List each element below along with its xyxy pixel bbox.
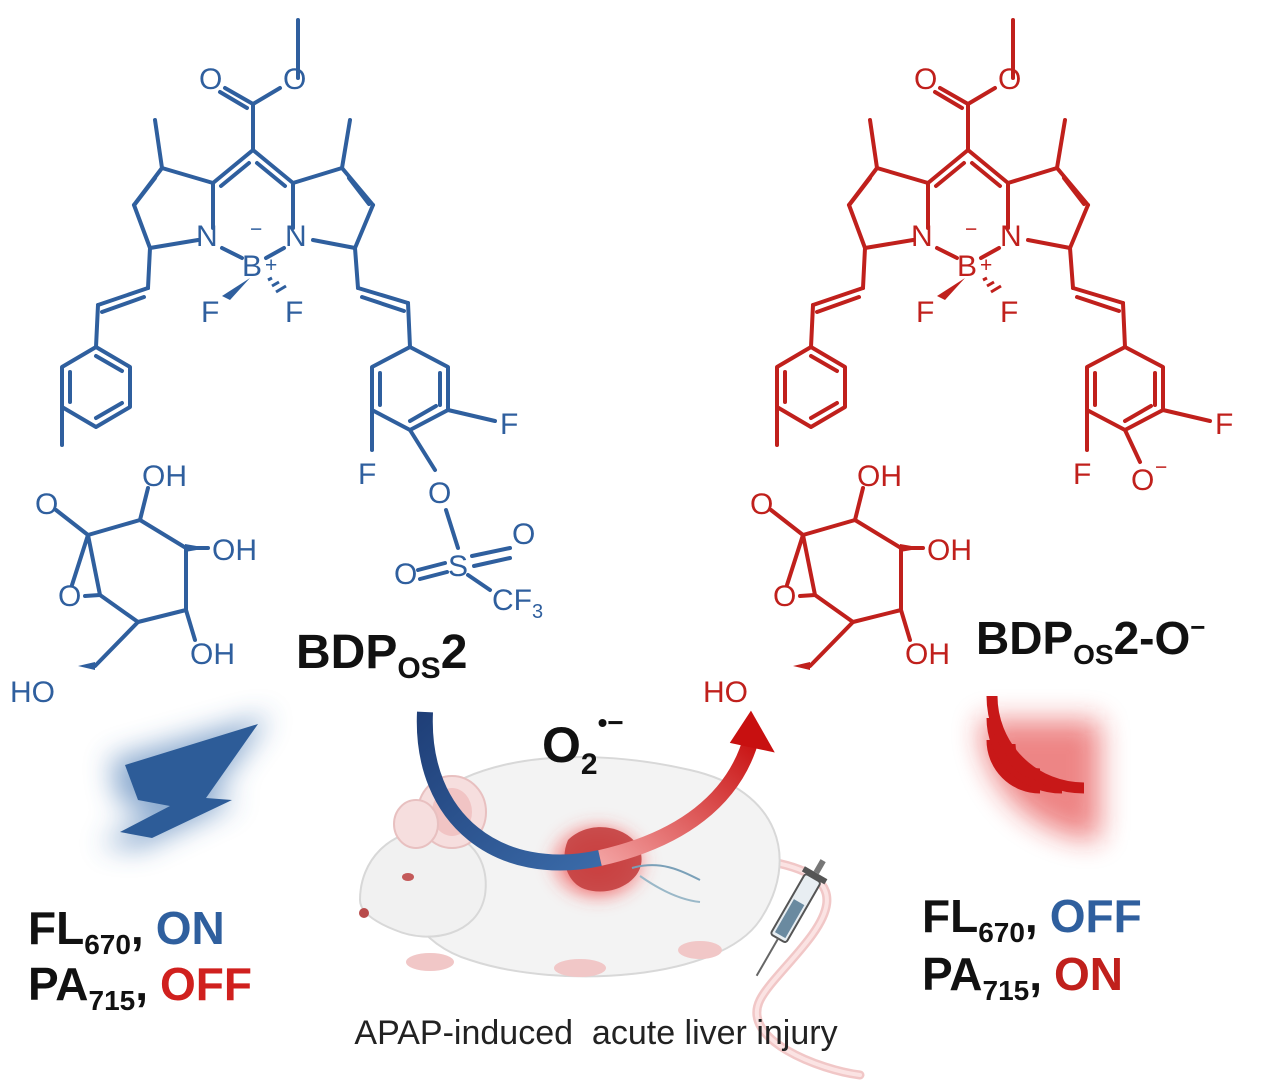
probe-arrow — [416, 711, 602, 871]
atom-label: O — [914, 63, 937, 96]
probe-atom-labels: O O N N B − + F F O OH OH OH O HO F F O … — [10, 63, 543, 709]
atom-label: O — [773, 580, 796, 613]
atom-label: F — [500, 408, 518, 441]
atom-label: B — [957, 250, 977, 283]
atom-label: OH — [927, 534, 972, 567]
activation-arrow — [598, 733, 760, 866]
left-readout: FL670,ON PA715,OFF — [28, 902, 252, 1016]
atom-label: N — [1000, 220, 1022, 253]
charge-label: − — [250, 218, 262, 241]
left-pa-line: PA715,OFF — [28, 958, 252, 1016]
product-stereo-bonds — [793, 276, 1002, 670]
hash-bond — [267, 276, 287, 294]
atom-label: O — [35, 488, 58, 521]
probe-structure — [54, 18, 512, 668]
atom-label: F — [358, 458, 376, 491]
atom-label: OH — [905, 638, 950, 671]
atom-label: OH — [857, 460, 902, 493]
atom-label: N — [196, 220, 218, 253]
atom-label: S — [448, 550, 468, 583]
atom-label: CF3 — [492, 584, 543, 623]
charge-label: + — [265, 254, 277, 277]
left-fl-line: FL670,ON — [28, 902, 225, 960]
arrow-head-icon — [729, 710, 775, 753]
syringe-icon — [755, 859, 828, 977]
atom-label: O — [750, 488, 773, 521]
atom-label: O — [283, 63, 306, 96]
atom-label: O — [199, 63, 222, 96]
atom-label: OH — [212, 534, 257, 567]
right-pa-line: PA715,ON — [922, 948, 1123, 1006]
atom-label: N — [285, 220, 307, 253]
atom-label: F — [1215, 408, 1233, 441]
product-atom-labels: O O N N B − + F F O OH OH OH O HO F F O … — [703, 63, 1233, 709]
probe-name: BDPOS2 — [296, 626, 467, 685]
wedge-bond — [185, 544, 208, 552]
charge-label: − — [965, 218, 977, 241]
atom-label: O — [1131, 464, 1154, 497]
sound-wave-icon — [980, 695, 1100, 840]
atom-label: OH — [142, 460, 187, 493]
atom-label: O — [512, 518, 535, 551]
atom-label: N — [911, 220, 933, 253]
atom-label: F — [285, 296, 303, 329]
atom-label: O — [58, 580, 81, 613]
atom-label: O — [394, 558, 417, 591]
atom-label: F — [916, 296, 934, 329]
charge-label: + — [980, 254, 992, 277]
atom-label: F — [1073, 458, 1091, 491]
product-structure — [769, 18, 1212, 668]
atom-label: O — [428, 477, 451, 510]
wedge-bond — [222, 278, 250, 300]
atom-label: O — [998, 63, 1021, 96]
atom-label: HO — [703, 676, 748, 709]
right-fl-line: FL670,OFF — [922, 890, 1142, 948]
atom-label: OH — [190, 638, 235, 671]
atom-label: B — [242, 250, 262, 283]
superoxide-label: O2•− — [542, 707, 624, 781]
caption: APAP-induced acute liver injury — [354, 1014, 837, 1052]
charge-label: − — [1155, 456, 1167, 479]
atom-label: F — [201, 296, 219, 329]
wedge-bond — [78, 662, 95, 670]
lightning-bolt-icon — [100, 715, 270, 848]
right-readout: FL670,OFF PA715,ON — [922, 890, 1142, 1006]
atom-label: HO — [10, 676, 55, 709]
atom-label: F — [1000, 296, 1018, 329]
product-name: BDPOS2-O− — [976, 612, 1205, 670]
